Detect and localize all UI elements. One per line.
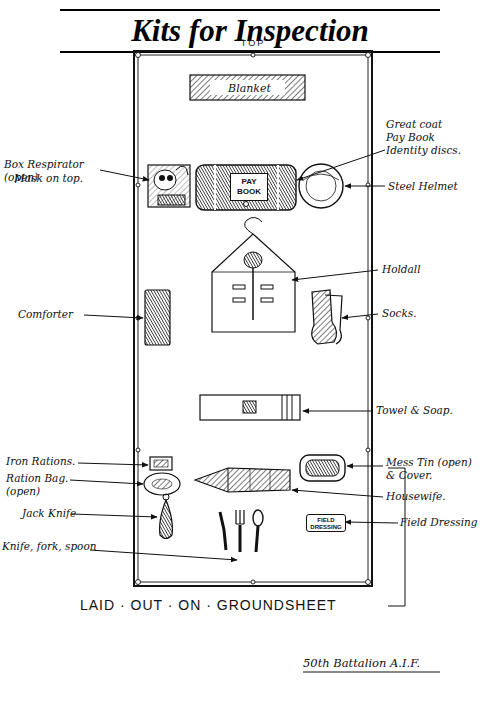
unit-signature: 50th Battalion A.I.F. [303,655,443,671]
bracket-line [388,468,405,606]
callout-label: Towel & Soap. [376,404,486,417]
groundsheet: TOPBlanketPAY BOOKFIELD DRESSING [133,50,373,587]
groundsheet-inner-border [138,55,368,582]
comforter [145,290,170,345]
iron-rations [150,457,172,470]
callout-label: Steel Helmet [388,180,488,193]
steel-helmet [299,164,343,208]
callout-label: Holdall [382,263,462,276]
callout-label: Great coat Pay Book Identity discs. [386,118,464,157]
pay-book-box: PAY BOOK [230,173,268,201]
ration-bag [144,473,180,495]
signature-rule [303,672,440,673]
item-label: FIELD DRESSING [307,517,345,531]
grommets [136,53,371,585]
sheet-heading: TOP [135,37,371,49]
box-respirator [148,165,190,207]
footer-caption: LAID · OUT · ON · GROUNDSHEET [80,597,390,613]
title-rule [60,9,440,11]
callout-label: Mask on top. [14,172,104,185]
callout-label: Socks. [382,307,462,320]
knife-fork-spoon [220,510,263,552]
callout-label: Housewife. [386,490,486,503]
callout-label: Comforter [18,308,98,321]
callout-label: Knife, fork, spoon [2,540,122,553]
mess-tin [300,455,345,481]
callout-label: Mess Tin (open) & Cover. [386,456,484,482]
item-label: Blanket [192,82,307,96]
callout-label: Ration Bag. (open) [6,472,72,498]
towel-and-soap [200,395,300,420]
blanket-box: Blanket [192,77,307,102]
callout-label: Iron Rations. [6,455,96,468]
holdall [212,217,295,332]
socks [312,290,342,344]
field-dressing-box: FIELD DRESSING [306,514,346,532]
callout-label: Jack Knife [22,507,102,520]
housewife [195,468,290,492]
item-label: PAY BOOK [231,177,267,197]
leader-lines [70,150,398,560]
callout-label: Field Dressing [400,516,500,529]
jack-knife [160,494,173,539]
great-coat [196,165,296,210]
